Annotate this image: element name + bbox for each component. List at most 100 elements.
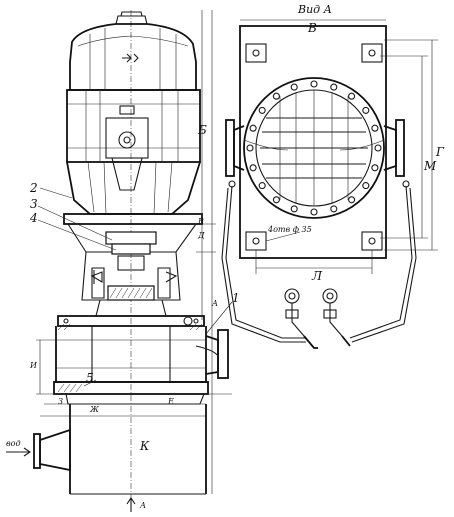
casing-inner-lines (56, 339, 206, 369)
dim-label-m: М (424, 159, 437, 173)
dim-label-d: Д (198, 231, 205, 240)
skirt-ribs (87, 161, 173, 215)
motor-rib-curve (77, 35, 189, 47)
flange-bolt-hole (330, 205, 338, 213)
lubricator-right-icon (165, 271, 178, 283)
flow-arrow-icon (6, 447, 31, 457)
cable-gland-core (123, 136, 131, 144)
coupling-upper (105, 231, 157, 245)
flange-bolt-hole (290, 83, 298, 91)
lubricator-icon (90, 270, 103, 284)
gauge-stems (291, 303, 343, 337)
motor-lower-skirt (66, 161, 201, 215)
hole-note: 4отв ф 35 (268, 225, 312, 234)
flange-bolt-hole (362, 182, 370, 190)
flange-bolt-hole (272, 92, 280, 100)
motor-lifting-eye (120, 11, 143, 17)
coupling-hub (117, 255, 145, 271)
lube-pipe-right (349, 185, 413, 339)
view-title: Вид А (298, 3, 332, 16)
flange-bolt-hole (371, 124, 379, 132)
rotation-arrow-icon (122, 53, 139, 63)
flange-bolt (193, 318, 199, 324)
motor-stand-flange (63, 213, 203, 225)
callout-leader-2 (39, 187, 73, 199)
valve-left (285, 309, 299, 319)
casing-flange-circle (243, 77, 385, 219)
bearing-hatch (109, 287, 153, 299)
dim-label-a: А (212, 299, 219, 308)
lower-flange (53, 381, 209, 395)
callout-leader-1 (205, 301, 233, 335)
view-arrow-label: А (140, 501, 147, 510)
right-nozzle-flange (395, 119, 405, 177)
dim-label-v: В (198, 217, 204, 226)
callout-5: 5 (86, 371, 94, 385)
inner-curve-left (243, 139, 289, 151)
anchor-hole (368, 49, 376, 57)
callout-1: 1 (232, 291, 240, 305)
dim-label-b: Б (198, 123, 207, 137)
flange-bolt-hole (249, 164, 257, 172)
motor-upper-housing (69, 23, 197, 91)
flange-bolt-hole (348, 92, 356, 100)
callout-leader-3 (37, 205, 113, 241)
gauge-core (326, 292, 334, 300)
dim-label-g: Г (436, 145, 444, 159)
hole-note-leader (265, 231, 301, 242)
pressure-gauge-left (284, 288, 300, 304)
flange-bolt-hole (258, 106, 266, 114)
callout-leader-5 (83, 379, 97, 387)
flange-bolt-hole (310, 80, 318, 88)
inner-curve-right (339, 139, 385, 151)
flange-bolt-hole (362, 106, 370, 114)
callout-2: 2 (30, 181, 38, 195)
flow-label: вод (6, 439, 21, 448)
flange-bolt-hole (348, 196, 356, 204)
left-nozzle (233, 125, 245, 171)
stand-windows (91, 267, 171, 299)
corner-pad-bl (245, 231, 267, 251)
casing-top-flange (57, 315, 205, 327)
flange-bolt (63, 318, 69, 324)
dim-label-e: Е (168, 397, 174, 406)
view-arrow-icon (126, 497, 136, 512)
pipe-fittings (303, 335, 351, 349)
motor-middle-band (66, 89, 201, 163)
terminal-lug (119, 105, 135, 115)
motor-band-ribs (85, 90, 179, 162)
left-nozzle-flange (225, 119, 235, 177)
cable-sleeve (111, 157, 143, 191)
callout-3: 3 (30, 197, 38, 211)
flange-bolt-hole (371, 164, 379, 172)
callout-leader-4 (37, 219, 117, 251)
terminal-box (105, 117, 149, 159)
casing-ribs (91, 326, 171, 382)
lube-pipe-left (225, 185, 306, 339)
callout-4: 4 (30, 211, 38, 225)
flange-bolt-hole (258, 182, 266, 190)
casing-hatch (57, 323, 203, 331)
plan-view (221, 19, 438, 349)
flange-bolt-hole (290, 205, 298, 213)
inlet-bell (39, 428, 71, 472)
motor-top-cap (115, 15, 148, 25)
gauge-core (288, 292, 296, 300)
anchor-hole (252, 49, 260, 57)
anchor-hole (368, 237, 376, 245)
flange-bolt-hole (272, 196, 280, 204)
flange-bolt-hole (330, 83, 338, 91)
flange-bolt-hole (310, 208, 318, 216)
lower-flange-hatch (57, 383, 83, 393)
corner-pad-tl (245, 43, 267, 63)
corner-pad-tr (361, 43, 383, 63)
motor-ribs (89, 28, 177, 90)
flange-bolt-hole (249, 124, 257, 132)
dim-label-v-top: В (308, 21, 317, 35)
valve-right (323, 309, 337, 319)
dim-label-zh: Ж (90, 405, 99, 414)
dim-label-z: З (58, 397, 63, 406)
vane-grid (279, 90, 349, 206)
coupling-lower (111, 243, 151, 255)
